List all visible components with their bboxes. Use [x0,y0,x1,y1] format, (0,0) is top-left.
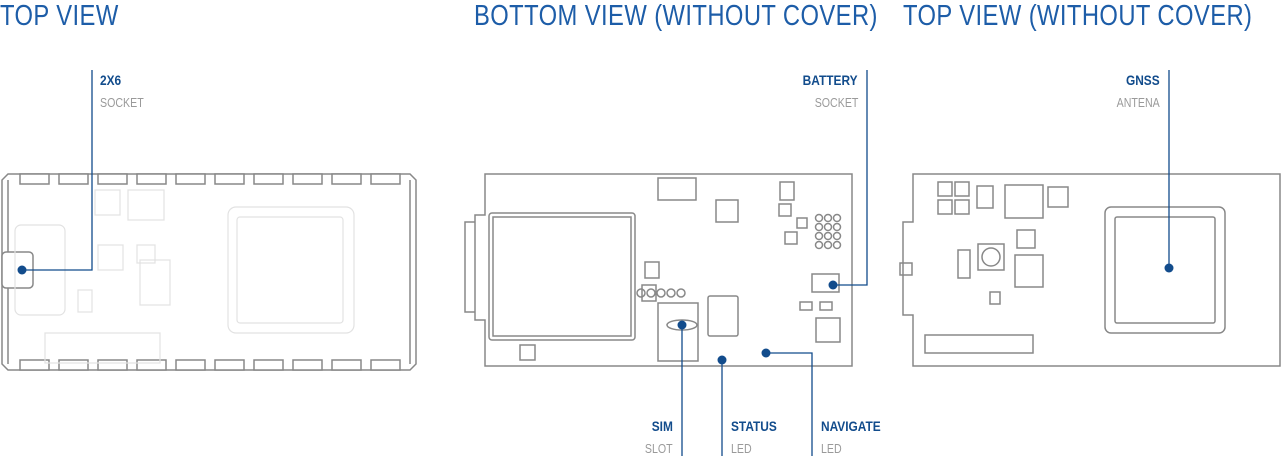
navigate-sublabel: LED [821,442,842,456]
pad-circle [676,288,686,298]
top-view-board [1,173,417,371]
pad-circle [823,222,833,232]
cover-tab [292,173,323,185]
cover-tab [370,173,401,185]
cover-tab [136,359,167,371]
cover-tab [175,173,206,185]
pad-circle [832,213,842,223]
socket-2x6-sublabel: SOCKET [100,96,144,110]
pad-circle [832,222,842,232]
cover-tab [253,173,284,185]
socket-2x6-label: 2X6 [100,72,122,88]
pad-circle [636,288,646,298]
cover-tab [214,173,245,185]
cover-tab [253,359,284,371]
sim-label: SIM [651,418,673,434]
gnss-sublabel: ANTENA [1116,96,1160,110]
title-bottom-view: BOTTOM VIEW (WITHOUT COVER) [474,0,878,32]
pad-circle [814,240,824,250]
navigate-led-marker [761,348,771,358]
cover-tab [292,359,323,371]
cover-tab [19,359,50,371]
socket-2x6-marker [17,265,27,275]
status-label: STATUS [731,418,777,434]
sim-sublabel: SLOT [645,442,673,456]
title-top-view: TOP VIEW [0,0,119,32]
bottom-view-board [464,173,853,367]
cover-tab [136,173,167,185]
battery-label: BATTERY [803,72,858,88]
pad-circle [814,222,824,232]
battery-sublabel: SOCKET [814,96,858,110]
cover-tab [331,173,362,185]
cover-tab [331,359,362,371]
cover-tab [97,173,128,185]
top-view-faint-components [14,189,355,364]
pad-circle [832,231,842,241]
top-view-no-cover-board [899,173,1281,367]
pad-circle [832,240,842,250]
cover-tab [97,359,128,371]
sim-slot-marker [677,320,687,330]
battery-socket-marker [828,280,838,290]
pad-circle [646,288,656,298]
gnss-antenna-marker [1164,263,1174,273]
pad-circle [656,288,666,298]
pad-circle [814,231,824,241]
cover-tab [214,359,245,371]
cover-tab [19,173,50,185]
pad-circle [823,240,833,250]
navigate-label: NAVIGATE [821,418,881,434]
status-sublabel: LED [731,442,752,456]
cover-tab [175,359,206,371]
pad-circle [666,288,676,298]
status-led-marker [717,355,727,365]
title-top-view-without-cover: TOP VIEW (WITHOUT COVER) [903,0,1253,32]
pad-circle [823,231,833,241]
cover-tab [370,359,401,371]
callout-lines [22,70,1170,456]
cover-tab [58,359,89,371]
pad-circle [823,213,833,223]
gnss-label: GNSS [1126,72,1160,88]
pad-circle [814,213,824,223]
cover-tab [58,173,89,185]
